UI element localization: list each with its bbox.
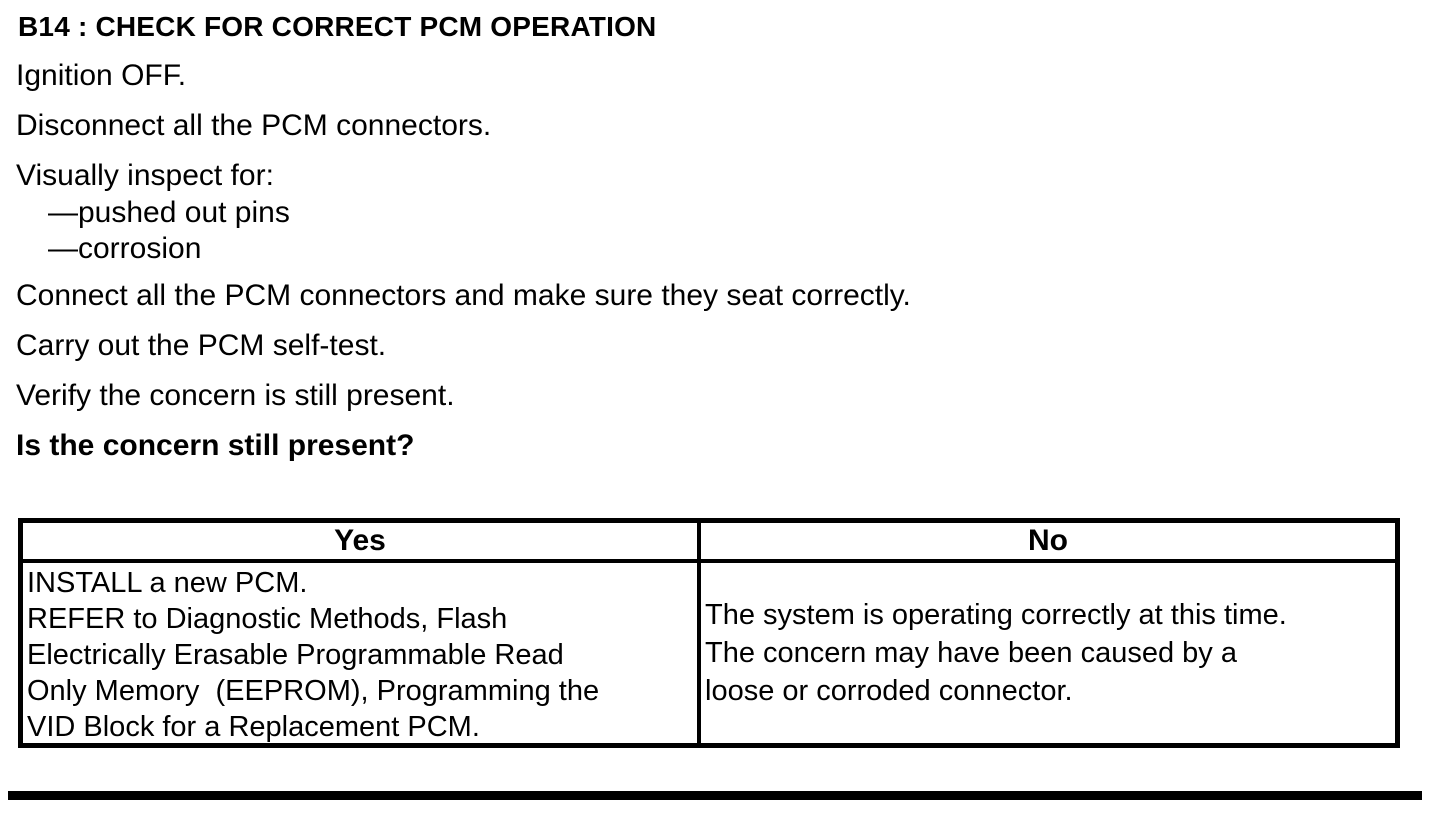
yes-result-cell: INSTALL a new PCM. REFER to Diagnostic M… bbox=[23, 563, 701, 743]
no-result-line: The concern may have been caused by a bbox=[705, 637, 1237, 669]
procedure-step-6: Verify the concern is still present. bbox=[16, 379, 455, 412]
procedure-step-1: Ignition OFF. bbox=[16, 59, 187, 92]
no-result-line: loose or corroded connector. bbox=[705, 675, 1073, 707]
no-result-line: The system is operating correctly at thi… bbox=[705, 599, 1287, 631]
procedure-step-2: Disconnect all the PCM connectors. bbox=[16, 109, 492, 142]
procedure-step-5: Carry out the PCM self-test. bbox=[16, 329, 387, 362]
no-column-header: No bbox=[701, 523, 1395, 563]
inspect-list: —pushed out pins —corrosion bbox=[16, 197, 1440, 264]
decision-question: Is the concern still present? bbox=[16, 429, 415, 462]
procedure-step-4: Connect all the PCM connectors and make … bbox=[16, 279, 911, 312]
decision-table: Yes No INSTALL a new PCM. REFER to Diagn… bbox=[18, 518, 1400, 748]
yes-result-line: Electrically Erasable Programmable Read bbox=[27, 639, 564, 671]
yes-result-line: VID Block for a Replacement PCM. bbox=[27, 711, 480, 743]
section-divider-rule bbox=[8, 791, 1422, 800]
inspect-item-corrosion: —corrosion bbox=[48, 232, 202, 265]
procedure-step-3: Visually inspect for: bbox=[16, 159, 274, 192]
yes-result-line: REFER to Diagnostic Methods, Flash bbox=[27, 603, 508, 635]
yes-result-line: Only Memory (EEPROM), Programming the bbox=[27, 675, 600, 707]
yes-column-header: Yes bbox=[23, 523, 701, 563]
yes-result-line: INSTALL a new PCM. bbox=[27, 567, 308, 599]
section-title: B14 : CHECK FOR CORRECT PCM OPERATION bbox=[18, 11, 657, 42]
inspect-item-pushed-out-pins: —pushed out pins bbox=[48, 196, 290, 229]
no-result-cell: The system is operating correctly at thi… bbox=[701, 563, 1395, 743]
